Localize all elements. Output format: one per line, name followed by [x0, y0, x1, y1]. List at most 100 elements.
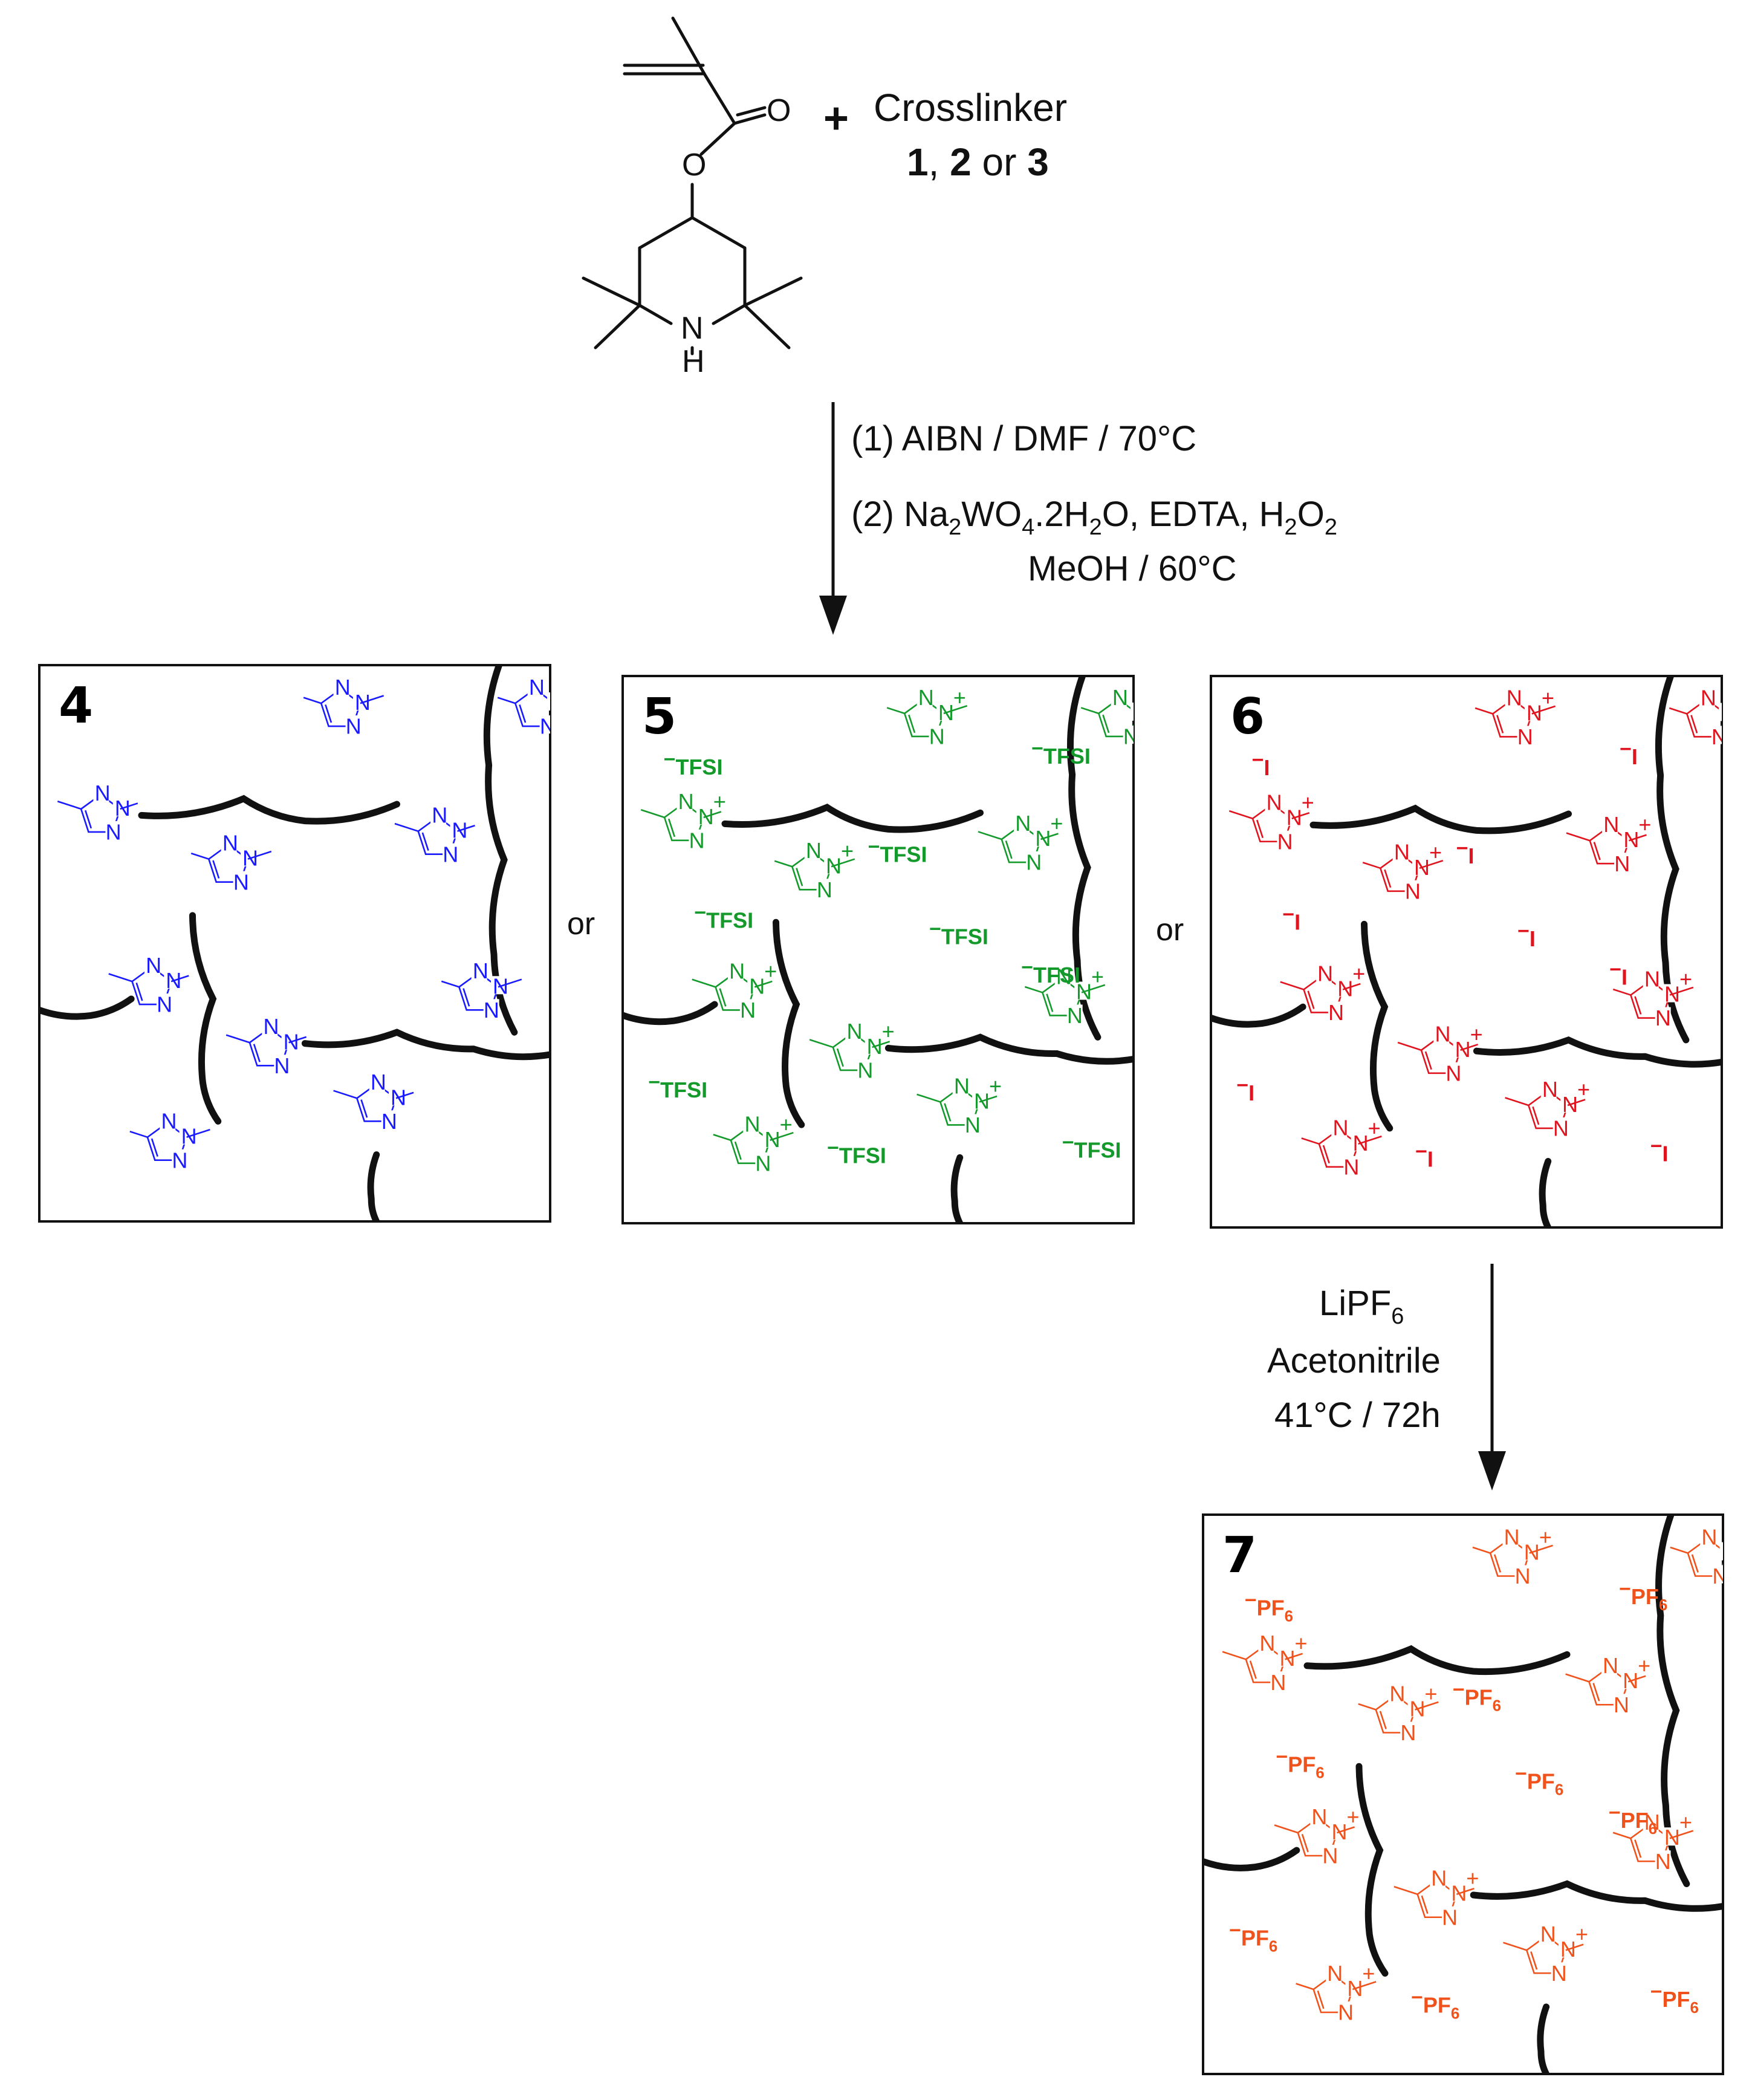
nitrogen-atom: N [1553, 1116, 1569, 1141]
triazole-ring: NNN+ [713, 1112, 794, 1175]
cation-charge: + [989, 1073, 1002, 1098]
counter-anion: −PF6 [1453, 1679, 1501, 1715]
triazole-ring: NNN [108, 953, 189, 1017]
nitrogen-atom: N [1123, 724, 1139, 749]
polymer-chain [138, 795, 400, 825]
cation-charge: + [1539, 1524, 1552, 1549]
polymer-chain [39, 995, 135, 1020]
nitrogen-atom: N [371, 1070, 386, 1094]
triazole-ring: NNN+ [1393, 1866, 1479, 1929]
nitrogen-atom: N [1317, 961, 1333, 986]
counter-anion: −TFSI [648, 1071, 707, 1102]
triazole-ring: NNN [441, 958, 522, 1022]
step1-condition-2: (2) Na2WO4.2H2O, EDTA, H2O2 [851, 495, 1337, 540]
nitrogen-atom: N [806, 838, 822, 863]
panel-frame [1210, 675, 1723, 1229]
triazole-ring: NNN+ [1475, 685, 1556, 749]
nitrogen-atom: N [106, 820, 122, 845]
cation-charge: + [764, 958, 777, 983]
panel-number: 5 [642, 688, 676, 746]
cation-charge: + [1352, 961, 1365, 986]
counter-anion: −I [1517, 920, 1536, 951]
counter-anion: −TFSI [694, 901, 753, 932]
triazole-ring: NNN+ [1503, 1922, 1588, 1986]
nitrogen-atom: N [1112, 685, 1128, 710]
nitrogen-atom: N [484, 998, 499, 1022]
polymer-chain [950, 1154, 964, 1223]
triazole-ring: NNN+ [1669, 685, 1748, 749]
counter-anion: −PF6 [1515, 1762, 1563, 1798]
triazole-ring: NNN+ [1472, 1524, 1553, 1588]
polymer-chain [1211, 1003, 1306, 1028]
counter-anion: −I [1650, 1135, 1669, 1166]
polymer-chain [1355, 1763, 1389, 1977]
polymer-chain [623, 1001, 718, 1026]
amine-nitrogen: N [681, 311, 704, 346]
network-content: NNN+NNN+NNN+NNN+NNN+NNN+NNN+NNN+NNN+NNN+… [1203, 1515, 1750, 2074]
nitrogen-atom: N [1431, 1866, 1447, 1891]
cation-charge: + [1368, 1116, 1381, 1140]
triazole-ring: NNN+ [1296, 1961, 1377, 2025]
triazole-ring: NNN+ [1566, 812, 1651, 876]
nitrogen-atom: N [1517, 724, 1533, 749]
cation-charge: + [1542, 685, 1554, 710]
triazole-ring: NNN [57, 781, 138, 845]
triazole-ring: NNN [333, 1070, 414, 1134]
nitrogen-atom: N [918, 685, 934, 710]
nitrogen-atom: N [678, 789, 694, 814]
triazole-ring: NNN+ [1670, 1524, 1750, 1588]
cation-charge: + [1679, 967, 1692, 992]
triazole-ring: NNN [303, 675, 384, 739]
nitrogen-atom: N [233, 870, 249, 894]
nitrogen-atom: N [335, 675, 351, 700]
nitrogen-atom: N [1132, 700, 1148, 725]
triazole-ring: NNN [129, 1109, 210, 1172]
nitrogen-atom: N [172, 1148, 187, 1172]
nitrogen-atom: N [1338, 2000, 1354, 2025]
polymer-chain [1309, 804, 1572, 834]
nitrogen-atom: N [1442, 1905, 1458, 1929]
cation-charge: + [1050, 811, 1063, 836]
nitrogen-atom: N [1540, 1922, 1556, 1946]
polymer-chain [1539, 1158, 1552, 1227]
triazole-ring: NNN+ [1280, 961, 1365, 1025]
crosslinker-options: 1, 2 or 3 [907, 140, 1049, 184]
nitrogen-atom: N [1056, 964, 1072, 989]
panel-frame [621, 675, 1135, 1224]
step1-condition-1: (1) AIBN / DMF / 70°C [851, 419, 1196, 458]
counter-anion: −TFSI [868, 836, 927, 867]
nitrogen-atom: N [1507, 685, 1522, 710]
cation-charge: + [1736, 685, 1748, 710]
nitrogen-atom: N [1655, 1849, 1671, 1874]
nitrogen-atom: N [1400, 1720, 1416, 1745]
nitrogen-atom: N [1394, 840, 1410, 865]
network-panel-5: 5NNN+NNN+NNN+NNN+NNN+NNN+NNN+NNN+NNN+NNN… [621, 675, 1148, 1224]
cation-charge: + [953, 685, 966, 710]
triazole-ring: NNN [225, 1014, 307, 1078]
polymer-chain [721, 804, 984, 833]
triazole-ring: NNN+ [1301, 1116, 1382, 1179]
triazole-ring: NNN+ [1274, 1804, 1360, 1868]
triazole-ring: NNN+ [1505, 1077, 1590, 1141]
counter-anion: −PF6 [1650, 1980, 1699, 2017]
plus-sign: + [823, 94, 849, 143]
nitrogen-atom: N [929, 724, 945, 749]
counter-anion: −PF6 [1411, 1986, 1459, 2022]
counter-anion: −TFSI [827, 1136, 886, 1168]
triazole-ring: NNN+ [640, 789, 726, 853]
nitrogen-atom: N [1603, 1653, 1618, 1678]
polymer-chain [884, 1033, 1134, 1065]
nitrogen-atom: N [755, 1151, 771, 1175]
cation-charge: + [713, 789, 726, 814]
triazole-ring: NNN+ [809, 1019, 895, 1083]
cation-charge: + [1737, 1524, 1750, 1549]
cation-charge: + [1347, 1804, 1360, 1829]
cation-charge: + [1575, 1922, 1588, 1946]
counter-anion: −PF6 [1276, 1746, 1324, 1782]
network-content: NNN+NNN+NNN+NNN+NNN+NNN+NNN+NNN+NNN+NNN+… [1211, 676, 1748, 1227]
nitrogen-atom: N [1644, 1810, 1660, 1835]
polymer-chain [1203, 1847, 1300, 1871]
counter-anion: −I [1456, 837, 1475, 868]
nitrogen-atom: N [1614, 851, 1630, 876]
